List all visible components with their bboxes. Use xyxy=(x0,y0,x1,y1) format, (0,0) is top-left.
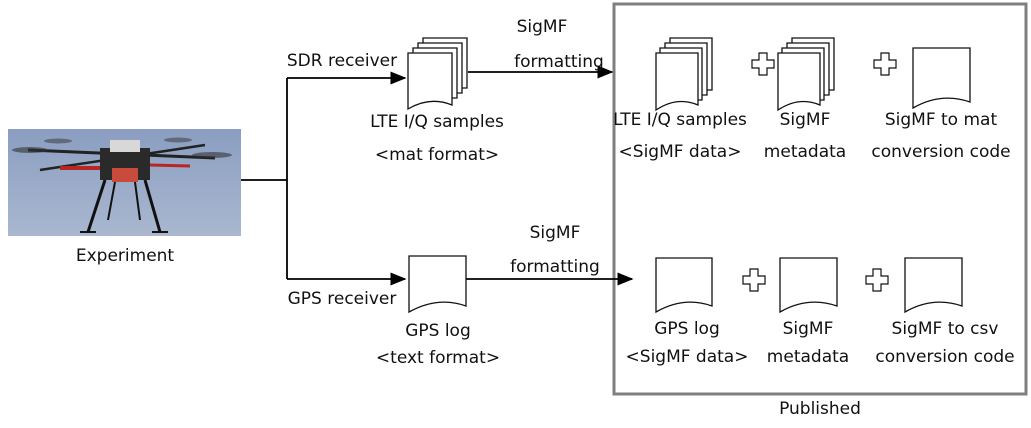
pub-top-item2-line2: metadata xyxy=(764,142,846,162)
pub-csv-code-doc-icon xyxy=(904,257,963,314)
plus-icon xyxy=(865,268,889,292)
plus-icon xyxy=(873,52,897,76)
connector-lines xyxy=(241,65,634,286)
lte-source-label-line2: <mat format> xyxy=(375,145,499,165)
pub-bottom-item3-line1: SigMF to csv xyxy=(892,319,999,339)
pub-top-item1-line1: LTE I/Q samples xyxy=(613,110,747,130)
pub-bottom-item1-line1: GPS log xyxy=(654,319,720,339)
lte-samples-stack-icon xyxy=(407,37,468,111)
pub-gps-log-doc-icon xyxy=(655,257,713,314)
top-formatting-line2: formatting xyxy=(514,52,604,72)
published-label: Published xyxy=(779,399,861,419)
sdr-receiver-label: SDR receiver xyxy=(287,51,397,71)
pub-top-item3-line1: SigMF to mat xyxy=(885,110,998,130)
top-formatting-line1: SigMF xyxy=(517,17,568,37)
pub-bottom-item3-line2: conversion code xyxy=(875,347,1014,367)
gps-source-label-line2: <text format> xyxy=(376,348,500,368)
experiment-label: Experiment xyxy=(76,246,175,266)
pub-sigmf-metadata-stack-icon xyxy=(777,37,835,112)
pub-top-item3-line2: conversion code xyxy=(871,142,1010,162)
gps-log-doc-icon xyxy=(408,255,467,314)
pub-lte-samples-stack-icon xyxy=(655,37,713,112)
pub-bottom-item1-line2: <SigMF data> xyxy=(626,347,749,367)
plus-icon xyxy=(751,52,775,76)
gps-receiver-label: GPS receiver xyxy=(288,289,397,309)
bottom-formatting-line2: formatting xyxy=(510,257,600,277)
published-box xyxy=(612,2,1028,396)
lte-source-label-line1: LTE I/Q samples xyxy=(370,112,504,132)
drone-photo xyxy=(8,129,241,236)
pub-bottom-item2-line1: SigMF xyxy=(783,319,834,339)
pub-top-item1-line2: <SigMF data> xyxy=(619,142,742,162)
plus-icon xyxy=(742,268,766,292)
bottom-formatting-line1: SigMF xyxy=(530,223,581,243)
pub-mat-code-doc-icon xyxy=(912,47,971,110)
pub-sigmf-metadata-doc-icon xyxy=(779,257,838,314)
pub-top-item2-line1: SigMF xyxy=(780,110,831,130)
gps-source-label-line1: GPS log xyxy=(405,321,471,341)
pub-bottom-item2-line2: metadata xyxy=(767,347,849,367)
